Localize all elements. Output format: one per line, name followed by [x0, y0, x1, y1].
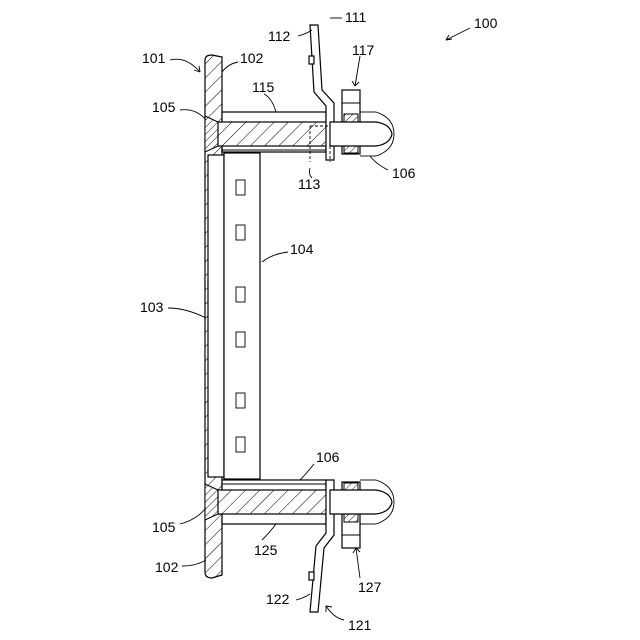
- label-106-bottom: 106: [316, 449, 340, 465]
- label-102-top: 102: [240, 50, 264, 66]
- label-101: 101: [142, 50, 166, 66]
- screw-tip-top: [330, 122, 392, 146]
- label-111: 111: [345, 9, 366, 25]
- label-102-bottom: 102: [155, 559, 179, 575]
- panel-104: [224, 153, 260, 479]
- panel-103: [208, 155, 224, 477]
- screw-tip-bottom: [330, 490, 392, 514]
- label-105-bottom: 105: [152, 519, 176, 535]
- screw-head-bottom: [205, 484, 218, 520]
- screw-shaft-top: [218, 122, 330, 146]
- label-100: 100: [474, 15, 498, 31]
- reference-labels: 100 101 102 111 112 117 115 105 113 106 …: [140, 9, 498, 633]
- label-106-top: 106: [392, 165, 416, 181]
- label-125: 125: [254, 542, 278, 558]
- label-103: 103: [140, 299, 164, 315]
- label-127: 127: [358, 579, 382, 595]
- label-115: 115: [252, 79, 275, 95]
- screw-head-top: [205, 116, 218, 152]
- label-121: 121: [348, 617, 372, 633]
- label-113: 113: [298, 176, 321, 192]
- label-117: 117: [352, 42, 375, 58]
- label-112: 112: [268, 28, 291, 44]
- screw-shaft-bottom: [218, 490, 330, 514]
- label-122: 122: [266, 591, 290, 607]
- label-104: 104: [290, 241, 314, 257]
- label-105-top: 105: [152, 99, 176, 115]
